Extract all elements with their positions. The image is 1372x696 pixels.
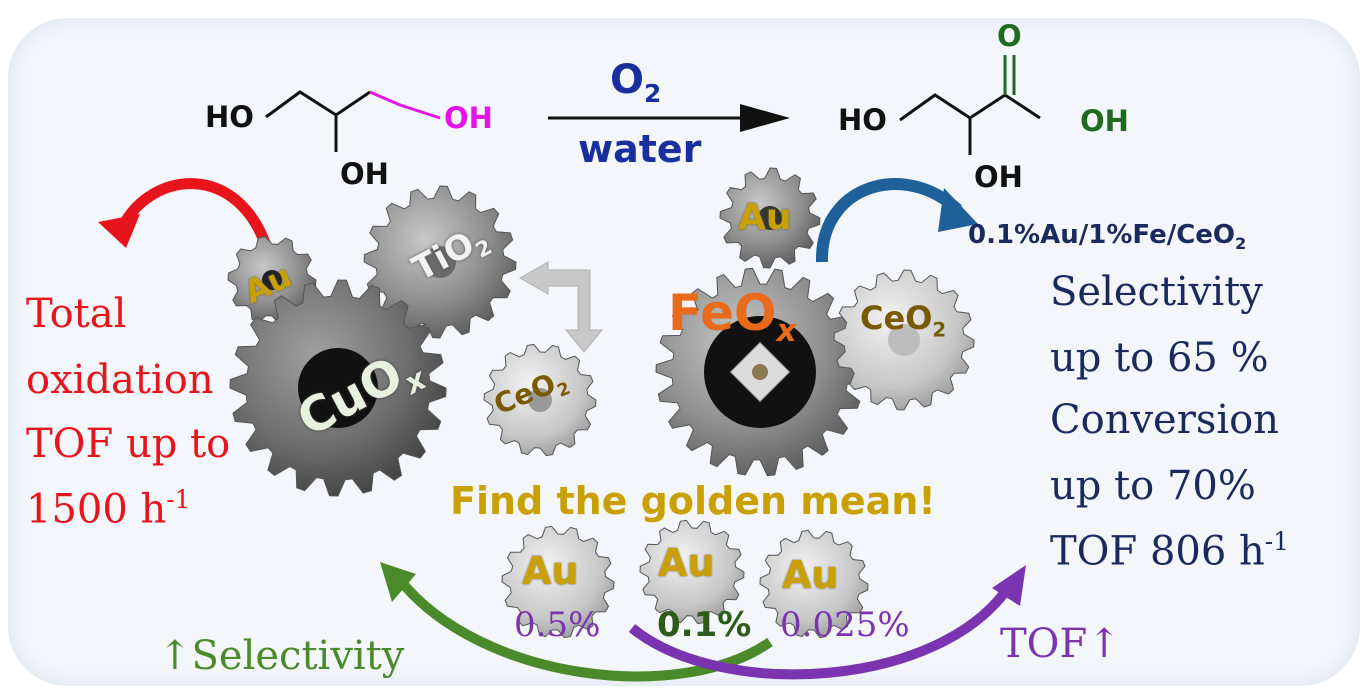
left-text-line3: TOF up to [26,421,231,467]
solvent-water: water [578,127,702,171]
glycerol-oh-bottom: OH [340,157,389,191]
gear-label-au-small-1: Au [522,549,579,593]
gear-cuox [229,279,447,497]
red-curved-arrow [98,178,274,254]
gear-au-right [719,167,821,269]
right-text-line2: up to 65 % [1050,335,1269,381]
gear-label-ceo2-right: CeO2 [860,299,947,342]
reagent-o2: O2 [610,57,662,108]
gear-au-small-3 [759,529,869,639]
acid-bond-1 [899,93,1041,122]
loading-label-1: 0.5% [514,605,601,645]
acid-oh-bottom: OH [974,160,1023,194]
right-text-line4: up to 70% [1050,463,1256,509]
acid-carboxyl-oh: OH [1080,104,1129,138]
loading-label-3: 0.025% [780,605,910,645]
right-text-line5: TOF 806 h-1 [1050,527,1289,575]
grey-double-arrow [518,261,604,353]
gear-feox-hub [729,341,791,403]
right-text-line3: Conversion [1050,397,1280,443]
gear-label-au-right: Au [738,197,792,238]
glyceric-acid-structure [899,55,1041,155]
gear-label-au-small-2: Au [658,541,715,585]
tof-increase-label: TOF↑ [1000,621,1121,667]
gear-tio2 [363,185,517,339]
selectivity-increase-label: ↑Selectivity [158,633,405,679]
reaction-arrow [548,104,790,132]
green-selectivity-arrow [380,562,773,682]
acid-carbonyl-o: O [997,19,1022,53]
purple-tof-arrow [628,565,1026,680]
gear-label-feox: FeOx [668,284,797,349]
catalyst-formula: 0.1%Au/1%Fe/CeO2 [968,220,1247,254]
right-text-line1: Selectivity [1050,269,1263,315]
gear-au-small-1 [501,525,615,639]
glycerol-ho-left: HO [205,100,254,134]
glycerol-bond-pink [369,90,441,120]
glycerol-bond-1 [265,90,371,119]
gear-au-small-2 [639,519,745,625]
left-text-line4: 1500 h-1 [26,485,191,533]
left-text-line2: oxidation [26,357,214,403]
glycerol-structure [265,90,441,152]
gear-au-left [227,235,317,325]
loading-label-2: 0.1% [657,605,752,645]
gear-ceo2-left [483,343,597,457]
acid-ho-left: HO [838,103,887,137]
gear-label-au-small-3: Au [782,553,839,597]
gear-ceo2-right [833,269,975,411]
golden-mean-caption: Find the golden mean! [450,479,936,523]
glycerol-oh-primary: OH [444,101,493,135]
left-text-line1: Total [26,291,127,337]
blue-curved-arrow [815,178,978,263]
